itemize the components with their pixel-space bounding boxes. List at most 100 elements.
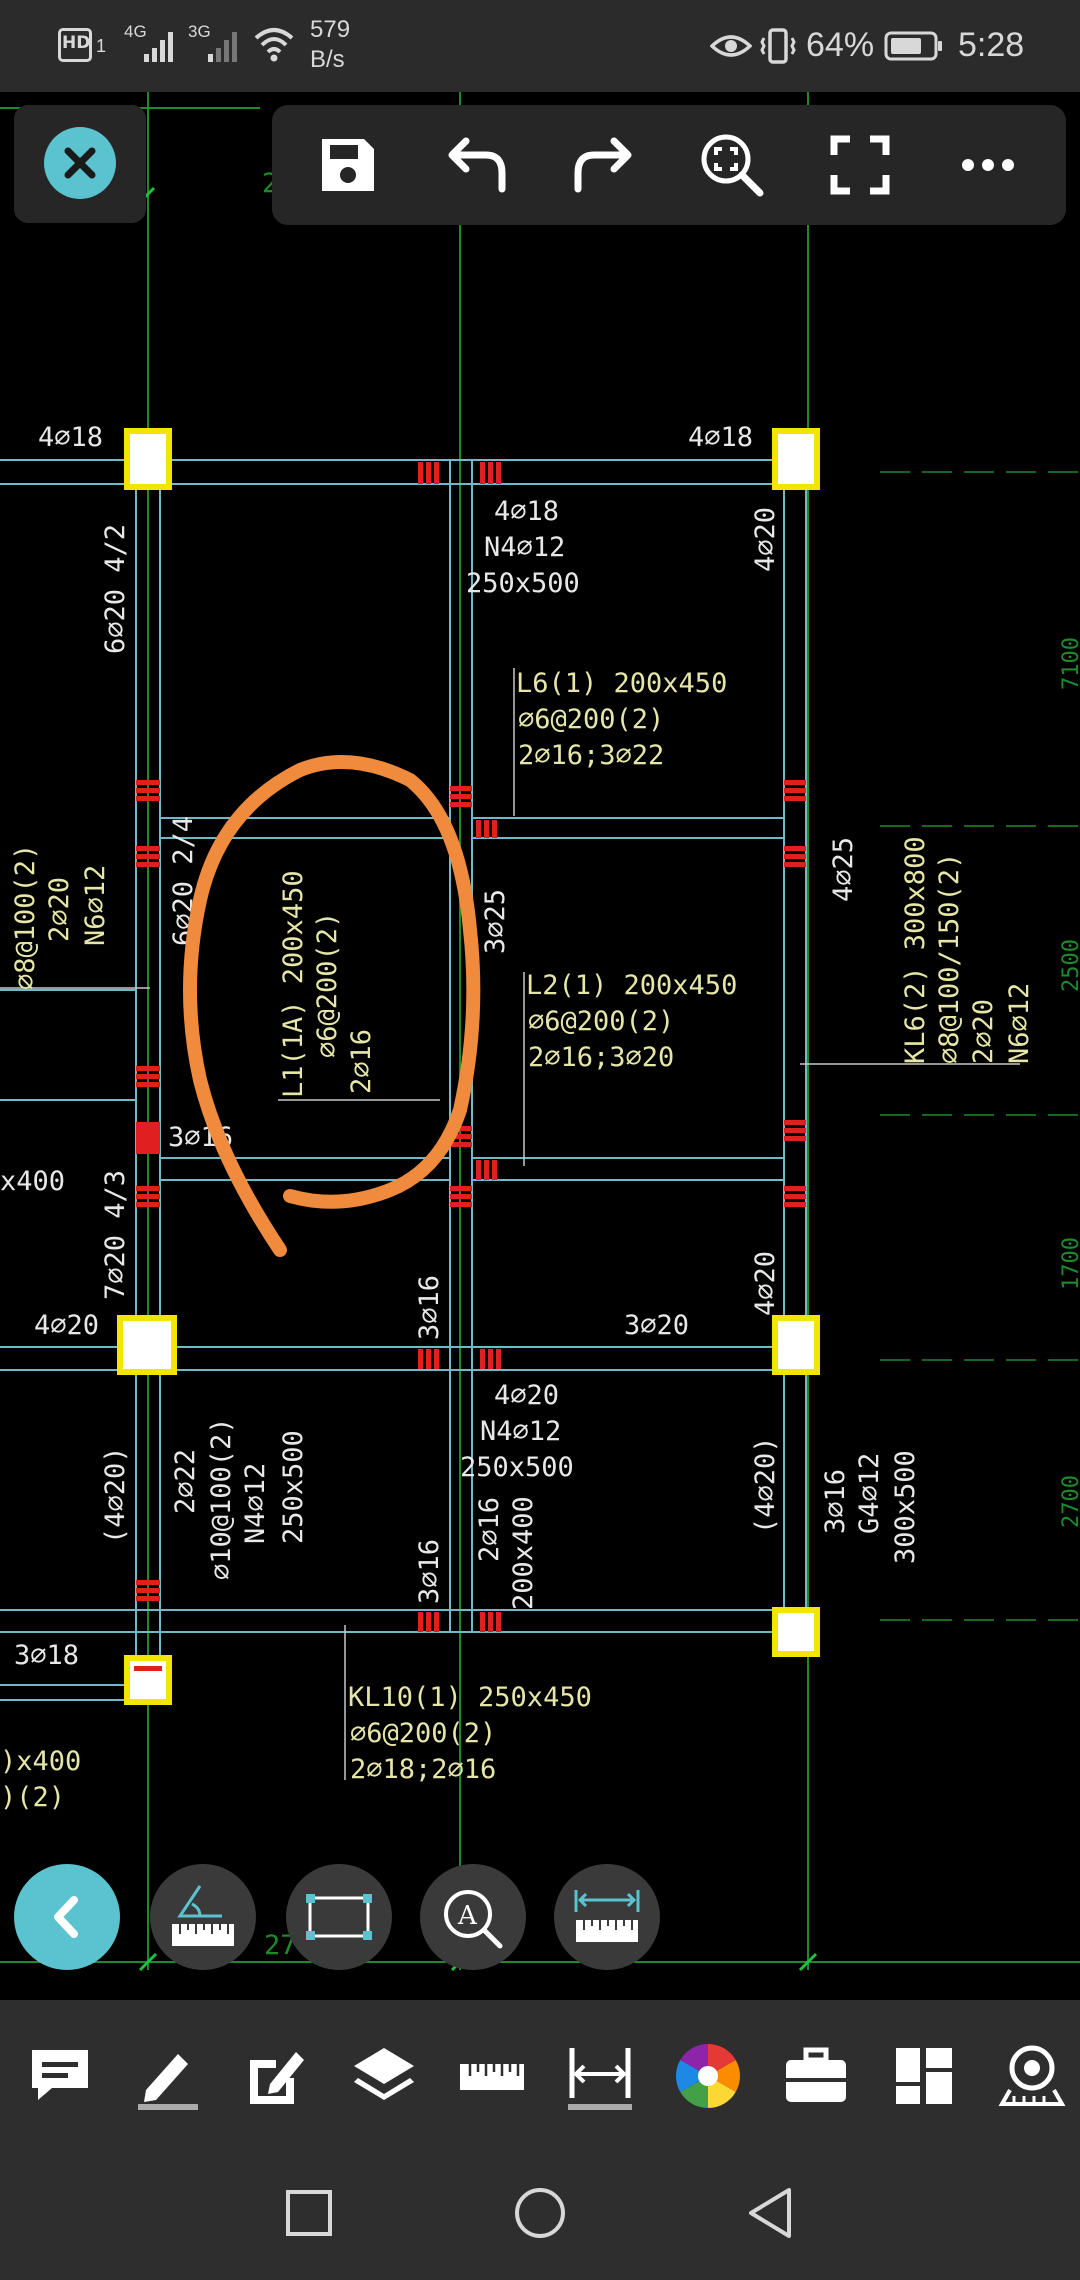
layers-icon[interactable] [348,2040,420,2112]
cad-label: L2(1) 200x450 [526,970,737,1001]
cad-label: 3⌀16 [414,1275,445,1340]
pen-icon[interactable] [132,2040,204,2112]
cad-label: 2⌀16 [474,1497,505,1562]
cad-label: 2⌀20 [44,877,75,942]
back-button[interactable] [14,1864,120,1970]
svg-text:A: A [457,1901,478,1931]
cad-label: 3⌀16 [414,1539,445,1604]
cad-label: ⌀6@200(2) [528,1006,674,1037]
status-bar: HD 1 4G 3G 579 B/s 64% 5:28 [0,0,1080,92]
cad-label: ⌀6@200(2) [518,704,664,735]
cad-label: N4⌀12 [480,1416,561,1447]
cad-label: 4⌀18 [688,422,753,453]
hd-label: HD [62,33,91,53]
bottom-toolbar [0,2000,1080,2150]
cad-label: x400 [0,1166,65,1197]
cad-label: ⌀6@200(2) [312,912,343,1058]
toolbox-icon[interactable] [780,2040,852,2112]
undo-icon[interactable] [436,125,516,205]
freehand-annotation[interactable] [183,755,481,1257]
network-1-label: 4G [124,22,147,41]
top-toolbar [272,105,1066,225]
rectangle-select-button[interactable] [286,1864,392,1970]
text-search-icon: A [444,1890,503,1949]
cad-label: 250x500 [466,568,580,599]
cad-label: N4⌀12 [240,1463,271,1544]
cad-label: 2⌀16;3⌀22 [518,740,664,771]
signal-icon [144,32,173,62]
cad-label: N6⌀12 [1004,983,1035,1064]
dimension-label: 2500 [1059,939,1080,992]
battery-percent: 64% [806,26,875,64]
ruler-icon[interactable] [456,2040,528,2112]
dimension-measure-icon [574,1890,640,1942]
cad-label: 4⌀20 [750,507,781,572]
speed-value: 579 [310,16,351,43]
more-icon[interactable] [948,125,1028,205]
cad-label: 3⌀25 [480,889,511,954]
dimension-label: 7100 [1059,637,1080,690]
sim-label: 1 [96,36,107,56]
cad-drawing[interactable]: 2 4⌀18 4⌀18 4⌀18 N4⌀12 250x500 4⌀20 6⌀20… [0,92,1080,2000]
cad-label: 4⌀25 [828,837,859,902]
dimension-measure-button[interactable] [554,1864,660,1970]
cad-label: 2⌀20 [968,999,999,1064]
save-icon[interactable] [308,125,388,205]
color-wheel-icon[interactable] [672,2040,744,2112]
cad-label: 2⌀16 [346,1029,377,1094]
network-2-label: 3G [188,22,211,41]
eye-icon [710,35,752,57]
cad-label: 6⌀20 4/2 [100,524,131,654]
home-circle-icon[interactable] [505,2178,575,2248]
back-triangle-icon[interactable] [735,2178,805,2248]
view-360-icon[interactable] [996,2040,1068,2112]
hd-icon: HD [58,28,92,62]
cad-label: 4⌀18 [38,422,103,453]
dimension-icon[interactable] [564,2040,636,2112]
cad-label: 4⌀20 [750,1251,781,1316]
system-nav-bar [0,2150,1080,2280]
cad-label: ⌀6@200(2) [350,1718,496,1749]
cad-label: 3⌀16 [820,1469,851,1534]
cad-label: )x400 [0,1746,81,1777]
cad-label: 3⌀20 [624,1310,689,1341]
back-chevron-icon [54,1896,78,1938]
cad-drawing-canvas[interactable]: 2 4⌀18 4⌀18 4⌀18 N4⌀12 250x500 4⌀20 6⌀20… [0,92,1080,2000]
edit-note-icon[interactable] [240,2040,312,2112]
wifi-icon [254,28,294,62]
cad-label: N6⌀12 [80,865,111,946]
cad-label: 2⌀16;3⌀20 [528,1042,674,1073]
angle-measure-icon [172,1885,234,1946]
cad-label: 4⌀20 [494,1380,559,1411]
cad-label: 200x400 [508,1496,539,1610]
close-button[interactable] [14,105,146,223]
cad-label: ⌀10@100(2) [206,1417,237,1580]
cad-label: (4⌀20) [750,1436,781,1534]
cad-label: 4⌀20 [34,1310,99,1341]
cad-label: L6(1) 200x450 [516,668,727,699]
rectangle-select-icon [306,1894,372,1940]
fullscreen-icon[interactable] [820,125,900,205]
cad-label: 250x500 [460,1452,574,1483]
zoom-extent-icon[interactable] [692,125,772,205]
cad-label: 250x500 [278,1430,309,1544]
cad-label: KL6(2) 300x800 [900,836,931,1064]
signal-icon-2 [208,32,237,62]
close-icon [44,127,116,199]
angle-measure-button[interactable] [150,1864,256,1970]
cad-label: 2⌀18;2⌀16 [350,1754,496,1785]
comment-icon[interactable] [24,2040,96,2112]
cad-label: ⌀8@100(2) [10,844,41,990]
cad-label: 2⌀22 [170,1449,201,1514]
cad-label: ⌀8@100/150(2) [934,853,965,1064]
cad-label: KL10(1) 250x450 [348,1682,592,1713]
recents-square-icon[interactable] [274,2178,344,2248]
cad-label: )(2) [0,1782,65,1813]
text-search-button[interactable]: A [420,1864,526,1970]
redo-icon[interactable] [564,125,644,205]
battery-icon [884,31,942,61]
cad-label: 7⌀20 4/3 [100,1170,131,1300]
cad-label: (4⌀20) [100,1446,131,1544]
dashboard-icon[interactable] [888,2040,960,2112]
dimension-label: 1700 [1059,1237,1080,1290]
